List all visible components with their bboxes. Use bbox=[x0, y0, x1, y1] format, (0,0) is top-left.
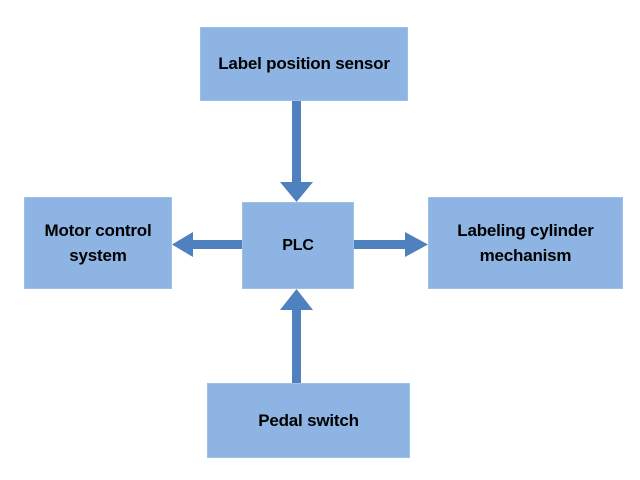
node-labeling-cylinder-mechanism[interactable]: Labeling cylinder mechanism bbox=[428, 197, 623, 289]
arrow-plc-to-motor bbox=[172, 232, 242, 257]
node-label-position-sensor-text: Label position sensor bbox=[218, 54, 390, 74]
node-pedal-switch[interactable]: Pedal switch bbox=[207, 383, 410, 458]
node-plc-text: PLC bbox=[282, 236, 314, 254]
arrow-sensor-to-plc bbox=[280, 101, 313, 202]
arrow-pedal-to-plc bbox=[280, 289, 313, 383]
node-motor-control-system-text: Motor control system bbox=[44, 220, 152, 266]
node-pedal-switch-text: Pedal switch bbox=[258, 410, 359, 430]
node-motor-control-system[interactable]: Motor control system bbox=[24, 197, 172, 289]
arrow-plc-to-cylinder bbox=[354, 232, 428, 257]
node-label-position-sensor[interactable]: Label position sensor bbox=[200, 27, 408, 101]
node-plc[interactable]: PLC bbox=[242, 202, 354, 289]
node-labeling-cylinder-mechanism-text: Labeling cylinder mechanism bbox=[457, 220, 594, 266]
